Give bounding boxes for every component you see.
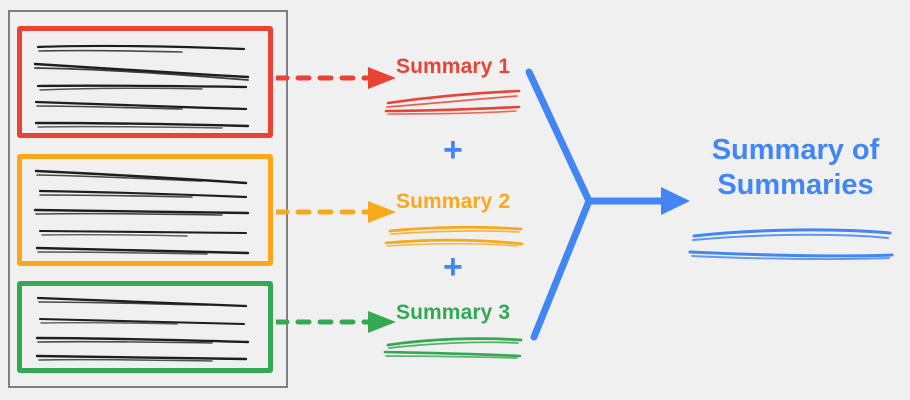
summary-2-label: Summary 2 bbox=[396, 190, 511, 213]
merge-arrow bbox=[525, 68, 690, 341]
summary-1-underline bbox=[384, 89, 521, 115]
summary-1-label: Summary 1 bbox=[396, 55, 511, 78]
arrow-chunk-to-summary-1 bbox=[276, 67, 396, 89]
document-chunk-green[interactable] bbox=[17, 281, 273, 373]
document-chunk-orange[interactable] bbox=[17, 154, 273, 266]
plus-operator-2: + bbox=[443, 248, 463, 286]
handwritten-text-lines-orange bbox=[33, 169, 250, 255]
handwritten-text-lines-green bbox=[35, 296, 250, 362]
summary-2-underline bbox=[384, 225, 524, 247]
document-chunk-red[interactable] bbox=[17, 26, 273, 138]
final-summary-title-line-2: Summaries bbox=[717, 169, 874, 202]
final-summary-underline bbox=[688, 228, 894, 260]
plus-operator-1: + bbox=[443, 131, 463, 169]
arrow-chunk-to-summary-2 bbox=[276, 201, 396, 223]
handwritten-text-lines-red bbox=[33, 44, 250, 129]
final-summary-title: Summary of Summaries bbox=[693, 133, 898, 204]
summary-3-underline bbox=[383, 337, 523, 359]
final-summary-title-line-1: Summary of bbox=[711, 134, 880, 166]
summary-3-label: Summary 3 bbox=[396, 301, 511, 324]
arrow-chunk-to-summary-3 bbox=[276, 311, 396, 333]
